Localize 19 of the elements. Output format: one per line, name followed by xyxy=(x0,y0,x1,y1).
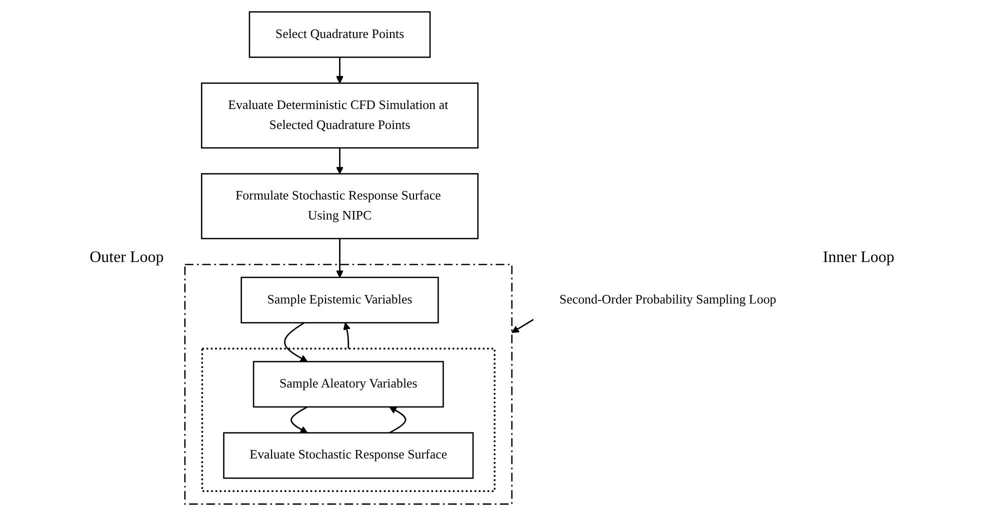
loop-label: Inner Loop xyxy=(822,249,894,267)
node-box: Formulate Stochastic Response Surface Using NIPC xyxy=(200,173,478,240)
arrow xyxy=(336,148,344,174)
node-box: Evaluate Deterministic CFD Simulation at Selected Quadrature Points xyxy=(200,82,478,149)
arrow xyxy=(336,57,344,84)
arrow xyxy=(342,322,350,349)
arrow xyxy=(511,318,534,333)
arrow xyxy=(290,406,308,434)
node-box: Evaluate Stochastic Response Surface xyxy=(222,432,474,479)
cluster xyxy=(184,264,512,505)
node-box: Sample Epistemic Variables xyxy=(240,276,439,324)
arrow xyxy=(388,406,406,434)
node-text: Second-Order Probability Sampling Loop xyxy=(559,292,776,307)
cluster xyxy=(201,348,496,492)
node-box: Select Quadrature Points xyxy=(248,11,430,58)
node-box: Sample Aleatory Variables xyxy=(252,360,444,408)
loop-label: Outer Loop xyxy=(90,249,164,267)
arrow xyxy=(284,322,308,362)
arrow xyxy=(336,238,344,278)
